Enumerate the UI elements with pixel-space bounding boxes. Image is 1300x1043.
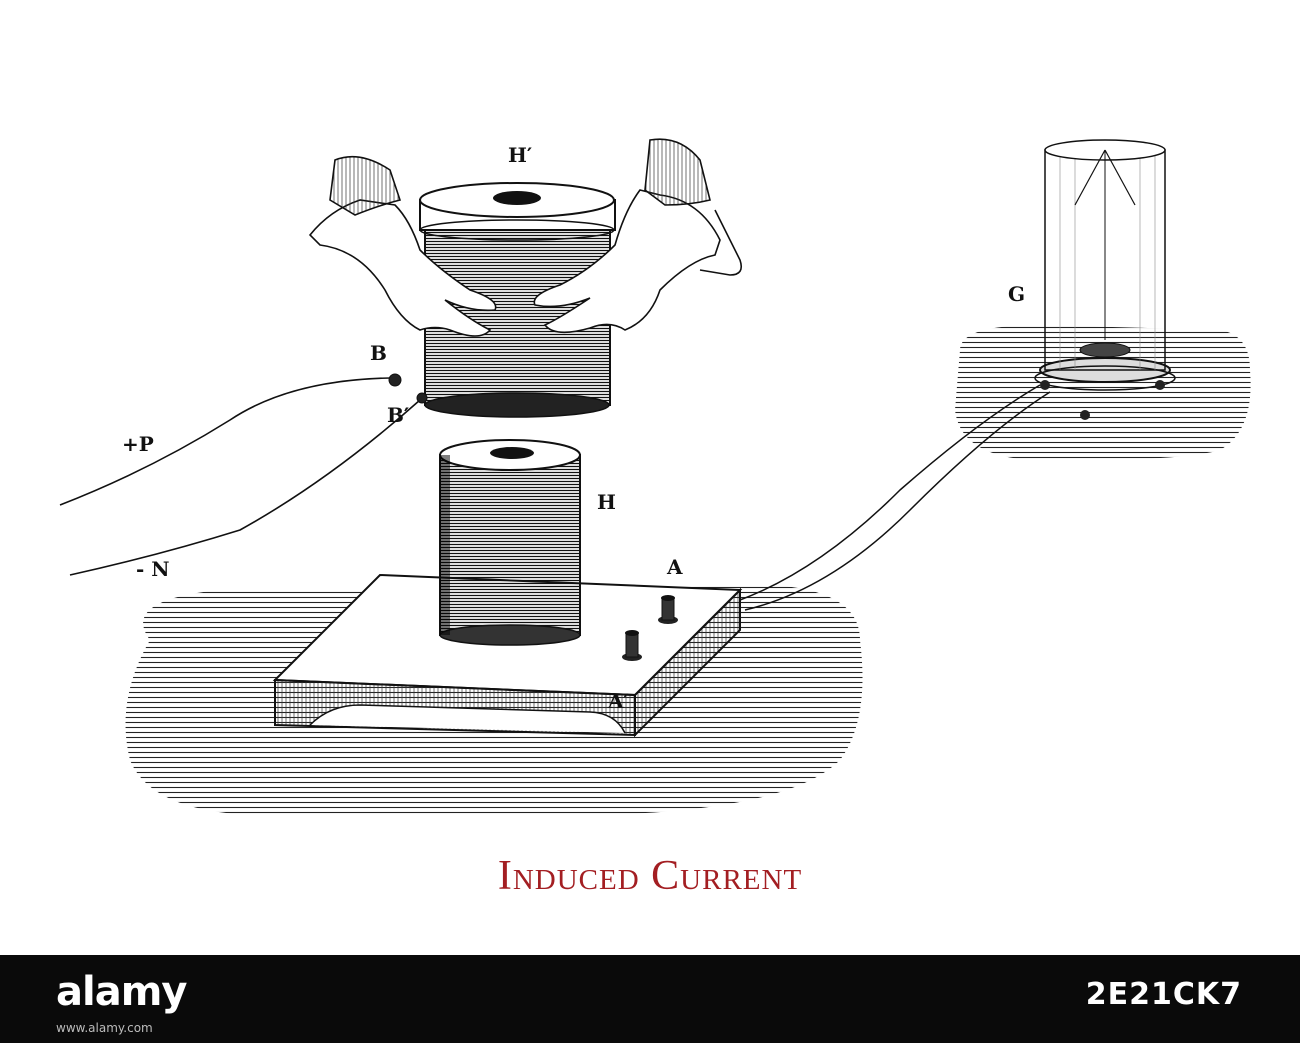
induction-coil-engraving [59, 138, 1251, 815]
wire-negative [69, 399, 421, 576]
label-b-upper: B [370, 341, 387, 365]
galvanometer-wire-2 [744, 391, 1051, 611]
galvanometer [1034, 139, 1176, 420]
label-a-lower: A′ [608, 689, 629, 713]
footer-logo: alamy [56, 969, 187, 1015]
galvanometer-table-hatch [955, 325, 1251, 461]
binding-post-a [658, 595, 678, 624]
right-hand [533, 138, 743, 334]
label-g: G [1008, 282, 1026, 306]
label-a-upper: A [667, 555, 683, 579]
label-plus-p: +P [122, 432, 154, 456]
primary-coil-h [439, 439, 581, 646]
galvanometer-wire-1 [739, 384, 1041, 601]
label-h: H [597, 490, 616, 514]
footer-image-id: 2E21CK7 [1085, 977, 1242, 1012]
caption-title: Induced Current [497, 853, 803, 899]
footer-url: www.alamy.com [56, 1021, 153, 1035]
label-minus-n: - N [136, 557, 170, 581]
binding-post-a-prime [622, 630, 642, 661]
wire-positive [59, 377, 391, 506]
label-b-lower: B′ [387, 403, 410, 427]
left-hand [308, 155, 497, 337]
label-h-prime: H′ [508, 143, 533, 167]
watermark-footer: alamy www.alamy.com 2E21CK7 [0, 955, 1300, 1043]
